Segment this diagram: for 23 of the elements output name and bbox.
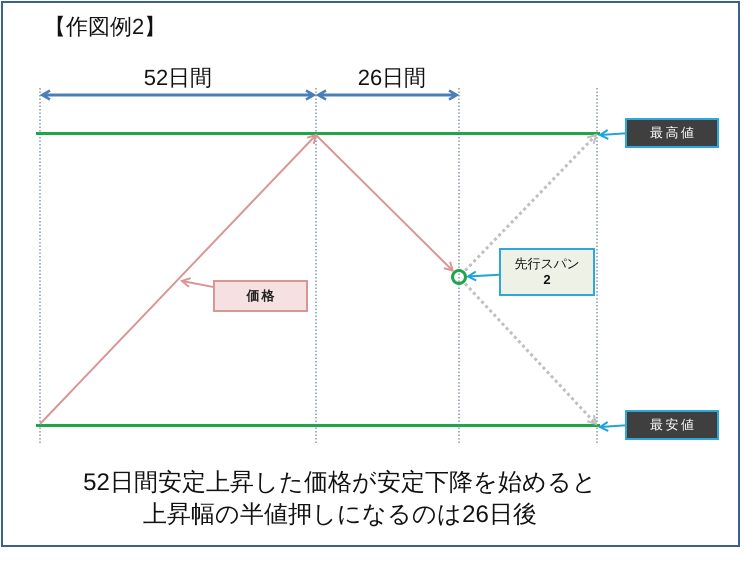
projection-arrow — [464, 282, 598, 426]
tag-text: 最安値 — [648, 416, 697, 434]
label-text: 価格 — [245, 287, 276, 306]
price-fall-arrow — [315, 134, 454, 272]
price-label-box — [213, 280, 308, 312]
dimension-label: 52日間 — [144, 64, 212, 92]
caption-text: 52日間安定上昇した価格が安定下降を始めると上昇幅の半値押しになるのは26日後 — [82, 468, 598, 530]
tag-text: 最高値 — [648, 124, 697, 142]
leader-arrow — [599, 128, 626, 140]
max-price-tag — [625, 118, 719, 148]
leader-arrow — [181, 277, 214, 288]
leader-arrow — [466, 270, 500, 282]
high-price-line — [36, 132, 600, 135]
min-price-tag — [625, 410, 719, 440]
leader-arrow — [599, 420, 626, 432]
diagram-title: 【作図例2】 — [44, 13, 166, 41]
price-rise-arrow — [39, 134, 317, 425]
callout-box — [499, 248, 595, 296]
projection-arrow — [464, 134, 598, 272]
callout-text: 先行スパン — [514, 256, 580, 272]
dimension-label: 26日間 — [358, 64, 426, 92]
low-price-line — [36, 424, 600, 427]
callout-number: 2 — [543, 272, 551, 288]
